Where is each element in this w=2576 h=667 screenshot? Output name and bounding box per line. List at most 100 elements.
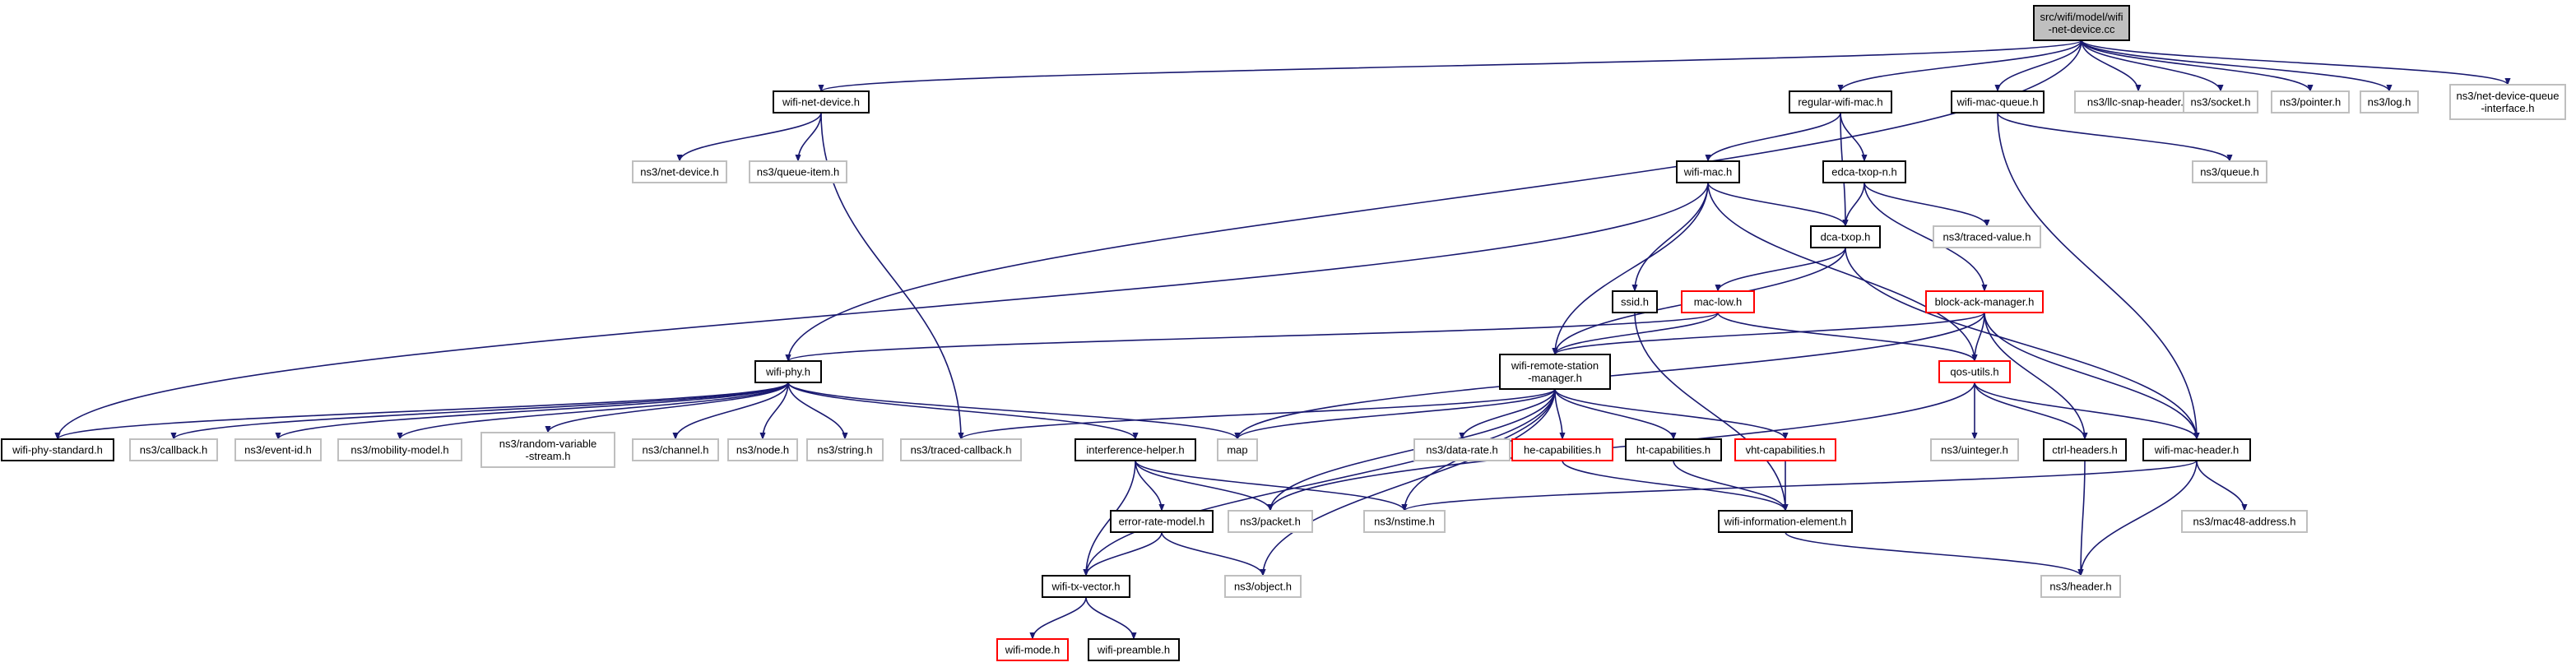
edge-wifi-phy-h-to-wifi-phy-standard-h <box>54 382 789 440</box>
edge-wifi-tx-vector-h-to-wifi-mode-h <box>1029 596 1087 640</box>
node-box <box>1511 438 1613 461</box>
node-box <box>1363 510 1446 533</box>
edge-mac-low-h-to-wrsm-h <box>1552 312 1719 355</box>
node-label: src/wifi/model/wifi <box>2040 11 2123 23</box>
node-box <box>1612 290 1658 313</box>
node-channel-h[interactable]: ns3/channel.h <box>632 438 719 461</box>
node-he-capabilities-h[interactable]: he-capabilities.h <box>1511 438 1613 461</box>
node-error-rate-model-h[interactable]: error-rate-model.h <box>1110 510 1214 533</box>
edge-interference-helper-h-to-packet-h <box>1135 460 1274 512</box>
node-wifi-mac-queue-h[interactable]: wifi-mac-queue.h <box>1951 90 2045 113</box>
node-log-h[interactable]: ns3/log.h <box>2360 90 2419 113</box>
edge-edca-txop-n-h-to-dca-txop-h <box>1842 182 1865 227</box>
edges-layer <box>54 39 2511 640</box>
edge-mac-low-h-to-wifi-phy-h <box>785 312 1719 362</box>
node-socket-h[interactable]: ns3/socket.h <box>2183 90 2258 113</box>
node-nstime-h[interactable]: ns3/nstime.h <box>1363 510 1446 533</box>
node-box <box>1789 90 1892 113</box>
node-box <box>1734 438 1836 461</box>
node-interference-helper-h[interactable]: interference-helper.h <box>1074 438 1196 461</box>
node-box <box>727 438 798 461</box>
node-wrsm-h[interactable]: wifi-remote-station-manager.h <box>1499 354 1611 390</box>
edge-wrsm-h-to-wifi-tx-vector-h <box>1083 388 1556 577</box>
node-ht-capabilities-h[interactable]: ht-capabilities.h <box>1625 438 1722 461</box>
node-box <box>1810 225 1881 248</box>
node-box <box>1074 438 1196 461</box>
node-traced-value-h[interactable]: ns3/traced-value.h <box>1933 225 2041 248</box>
edge-wifi-net-device-h-to-net-device-h <box>676 112 822 162</box>
node-box <box>1088 638 1180 661</box>
edge-wifi-mac-h-to-qos-utils-h <box>1707 182 1978 362</box>
node-ctrl-headers-h[interactable]: ctrl-headers.h <box>2043 438 2127 461</box>
node-object-h[interactable]: ns3/object.h <box>1224 575 1302 598</box>
node-queue-h[interactable]: ns3/queue.h <box>2192 160 2267 183</box>
node-edca-txop-n-h[interactable]: edca-txop-n.h <box>1822 160 1906 183</box>
node-mac48-address-h[interactable]: ns3/mac48-address.h <box>2181 510 2308 533</box>
node-box <box>1951 90 2045 113</box>
node-random-variable-stream-h[interactable]: ns3/random-variable-stream.h <box>480 432 615 468</box>
node-ssid-h[interactable]: ssid.h <box>1612 290 1658 313</box>
edge-wifi-phy-h-to-node-h <box>759 382 789 440</box>
node-box <box>2360 90 2419 113</box>
node-block-ack-manager-h[interactable]: block-ack-manager.h <box>1925 290 2044 313</box>
node-qos-utils-h[interactable]: qos-utils.h <box>1938 360 2011 383</box>
edge-wrsm-h-to-map <box>1234 388 1556 440</box>
edge-wifi-phy-h-to-string-h <box>787 382 848 440</box>
edge-qos-utils-h-to-ctrl-headers-h <box>1974 382 2088 440</box>
node-box <box>1499 354 1611 390</box>
node-wifi-tx-vector-h[interactable]: wifi-tx-vector.h <box>1042 575 1130 598</box>
node-wifi-mode-h[interactable]: wifi-mode.h <box>996 638 1069 661</box>
node-wifi-phy-standard-h[interactable]: wifi-phy-standard.h <box>1 438 114 461</box>
node-box <box>1 438 114 461</box>
node-label: ns3/packet.h <box>1240 516 1301 528</box>
node-label: wifi-mac-header.h <box>2154 444 2239 456</box>
node-label: wifi-phy-standard.h <box>12 444 103 456</box>
node-mobility-model-h[interactable]: ns3/mobility-model.h <box>337 438 462 461</box>
node-box <box>1718 510 1853 533</box>
node-box <box>1933 225 2041 248</box>
edge-wifi-phy-h-to-callback-h <box>170 382 789 440</box>
node-wifi-preamble-h[interactable]: wifi-preamble.h <box>1088 638 1180 661</box>
node-pointer-h[interactable]: ns3/pointer.h <box>2271 90 2350 113</box>
node-node-h[interactable]: ns3/node.h <box>727 438 798 461</box>
edge-wifi-phy-h-to-random-variable-stream-h <box>545 382 789 433</box>
node-label: mac-low.h <box>1694 296 1743 308</box>
node-mac-low-h[interactable]: mac-low.h <box>1681 290 1755 313</box>
node-llc-snap-header-h[interactable]: ns3/llc-snap-header.h <box>2074 90 2202 113</box>
node-box <box>1938 360 2011 383</box>
node-box <box>1930 438 2019 461</box>
node-label: ns3/net-device-queue <box>2456 90 2559 102</box>
node-label: block-ack-manager.h <box>1935 296 2035 308</box>
edge-root-to-pointer-h <box>2081 39 2314 92</box>
node-vht-capabilities-h[interactable]: vht-capabilities.h <box>1734 438 1836 461</box>
edge-wifi-net-device-h-to-queue-item-h <box>795 112 822 162</box>
node-event-id-h[interactable]: ns3/event-id.h <box>234 438 322 461</box>
edge-root-to-wifi-mac-queue-h <box>1994 39 2082 92</box>
node-header-h[interactable]: ns3/header.h <box>2040 575 2121 598</box>
node-string-h[interactable]: ns3/string.h <box>806 438 884 461</box>
node-map[interactable]: map <box>1217 438 1258 461</box>
node-dca-txop-h[interactable]: dca-txop.h <box>1810 225 1881 248</box>
node-net-device-h[interactable]: ns3/net-device.h <box>632 160 727 183</box>
node-wifi-mac-header-h[interactable]: wifi-mac-header.h <box>2142 438 2251 461</box>
node-ndq-iface-h[interactable]: ns3/net-device-queue-interface.h <box>2449 84 2566 120</box>
node-callback-h[interactable]: ns3/callback.h <box>129 438 218 461</box>
edge-ctrl-headers-h-to-header-h <box>2077 460 2086 577</box>
node-label: ns3/nstime.h <box>1374 516 1435 528</box>
node-wifi-information-element-h[interactable]: wifi-information-element.h <box>1718 510 1853 533</box>
node-wifi-net-device-h[interactable]: wifi-net-device.h <box>773 90 870 113</box>
node-box <box>2181 510 2308 533</box>
edge-edca-txop-n-h-to-block-ack-manager-h <box>1864 182 1988 292</box>
node-wifi-phy-h[interactable]: wifi-phy.h <box>754 360 822 383</box>
edge-wrsm-h-to-vht-capabilities-h <box>1554 388 1789 440</box>
node-queue-item-h[interactable]: ns3/queue-item.h <box>749 160 847 183</box>
node-box <box>1224 575 1302 598</box>
node-packet-h[interactable]: ns3/packet.h <box>1228 510 1313 533</box>
node-wifi-mac-h[interactable]: wifi-mac.h <box>1676 160 1740 183</box>
node-uinteger-h[interactable]: ns3/uinteger.h <box>1930 438 2019 461</box>
node-root[interactable]: src/wifi/model/wifi-net-device.cc <box>2033 5 2130 41</box>
edge-he-capabilities-h-to-wifi-information-element-h <box>1562 460 1789 512</box>
node-traced-callback-h[interactable]: ns3/traced-callback.h <box>900 438 1022 461</box>
node-data-rate-h[interactable]: ns3/data-rate.h <box>1413 438 1511 461</box>
node-regular-wifi-mac-h[interactable]: regular-wifi-mac.h <box>1789 90 1892 113</box>
